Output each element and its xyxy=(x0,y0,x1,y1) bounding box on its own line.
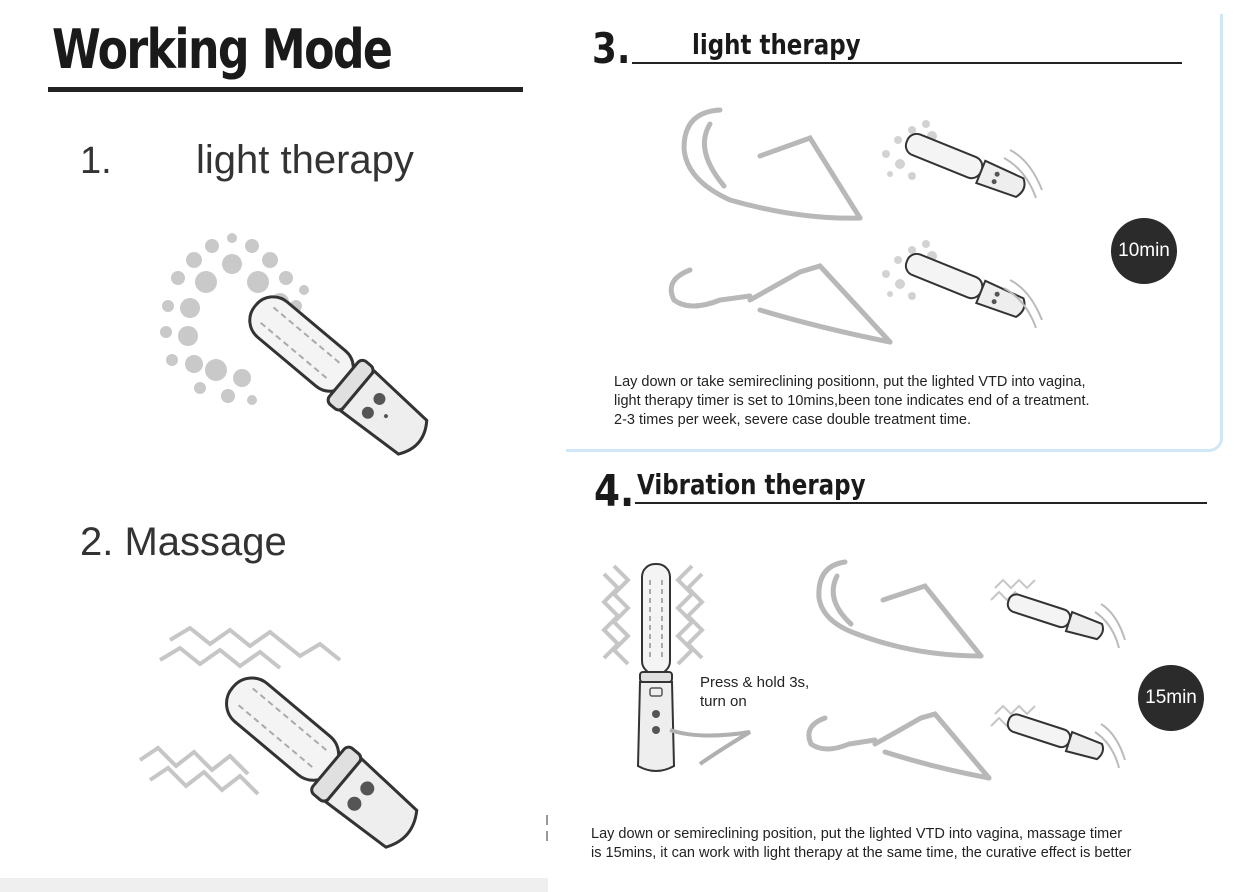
light-dots-icon xyxy=(882,240,937,300)
description-line: 2-3 times per week, severe case double t… xyxy=(614,412,972,428)
light-therapy-frame xyxy=(566,14,1223,452)
vibration-therapy-usage-illustration xyxy=(806,559,1126,781)
vibration-waves-icon xyxy=(601,564,705,666)
press-hold-hint: Press & hold 3s, turn on xyxy=(700,673,809,711)
wand-device-icon xyxy=(904,252,1026,319)
timer-badge-10min: 10min xyxy=(1111,218,1177,284)
wand-device-icon xyxy=(636,563,676,772)
wand-device-icon xyxy=(248,295,429,456)
woman-silhouette-icon xyxy=(681,107,863,221)
vibration-waves-icon xyxy=(138,625,342,796)
wand-device-icon xyxy=(1006,593,1104,641)
timer-badge-15min: 15min xyxy=(1138,665,1204,731)
description-line: Lay down or semireclining position, put … xyxy=(591,826,1123,842)
pointer-hand-icon xyxy=(669,728,752,766)
wand-device-icon xyxy=(1006,713,1104,761)
woman-silhouette-icon xyxy=(806,711,992,781)
section-3-title: light therapy xyxy=(692,28,861,61)
section-4-number: 4. xyxy=(594,466,635,517)
wand-device-icon xyxy=(225,676,419,849)
section-4-underline xyxy=(635,502,1207,504)
light-therapy-device-illustration xyxy=(160,233,429,456)
page-title: Working Mode xyxy=(52,18,393,81)
description-line: is 15mins, it can work with light therap… xyxy=(591,845,1132,861)
press-hint-line: turn on xyxy=(700,693,747,710)
bottom-strip xyxy=(0,878,548,892)
description-line: Lay down or take semireclining positionn… xyxy=(614,374,1086,390)
section-4-description: Lay down or semireclining position, put … xyxy=(591,825,1132,863)
title-underline xyxy=(48,87,523,92)
woman-silhouette-icon xyxy=(816,559,984,659)
light-therapy-usage-illustration xyxy=(668,107,1043,345)
wand-device-icon xyxy=(904,132,1026,199)
mode-1-label: light therapy xyxy=(196,138,414,182)
press-hint-line: Press & hold 3s, xyxy=(700,674,810,691)
section-3-description: Lay down or take semireclining positionn… xyxy=(614,373,1090,430)
woman-silhouette-icon xyxy=(668,263,893,345)
massage-device-illustration xyxy=(138,625,419,849)
mode-2-label: 2. Massage xyxy=(80,520,287,564)
edge-marks xyxy=(546,815,550,855)
section-3-underline xyxy=(632,62,1182,64)
section-4-title: Vibration therapy xyxy=(637,468,866,501)
light-dots-icon xyxy=(882,120,937,180)
mode-1-number: 1. xyxy=(80,140,112,182)
vibration-device-upright-illustration xyxy=(601,563,752,772)
working-mode-panel: Working Mode 1. light therapy 2. Massage xyxy=(0,0,548,892)
description-line: light therapy timer is set to 10mins,bee… xyxy=(614,393,1090,409)
section-3-number: 3. xyxy=(592,24,631,73)
